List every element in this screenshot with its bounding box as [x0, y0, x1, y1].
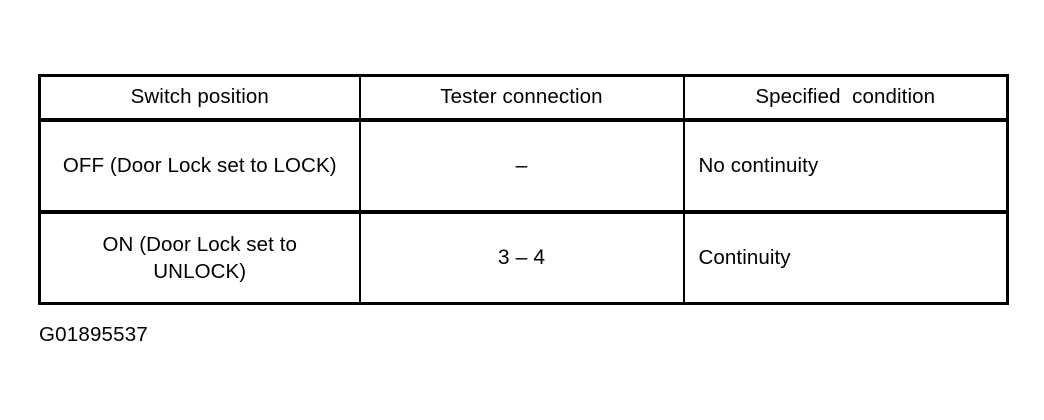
switch-position-value: OFF (Door Lock set to LOCK) — [62, 154, 337, 178]
column-header-tester-connection: Tester connection — [358, 75, 685, 122]
switch-position-value: ON (Door Lock set to UNLOCK) — [102, 232, 298, 283]
specified-condition-value: Continuity — [698, 246, 791, 270]
tester-connection-value: 3 – 4 — [497, 246, 546, 270]
cell-specified-condition: Continuity — [682, 212, 1009, 304]
table-header: Switch position Tester connection Specif… — [38, 75, 1009, 122]
tester-connection-value: – — [515, 154, 528, 178]
figure-caption: G01895537 — [39, 323, 148, 346]
cell-tester-connection: – — [358, 120, 685, 214]
table-row: OFF (Door Lock set to LOCK) – No continu… — [38, 120, 1009, 214]
table-row: ON (Door Lock set to UNLOCK) 3 – 4 Conti… — [38, 212, 1009, 304]
cell-switch-position: OFF (Door Lock set to LOCK) — [38, 120, 361, 214]
cell-specified-condition: No continuity — [682, 120, 1009, 214]
column-header-switch-position: Switch position — [38, 75, 361, 122]
specification-table: Switch position Tester connection Specif… — [38, 74, 1009, 305]
cell-switch-position: ON (Door Lock set to UNLOCK) — [38, 212, 361, 304]
column-header-specified-condition: Specified condition — [682, 75, 1009, 122]
cell-tester-connection: 3 – 4 — [358, 212, 685, 304]
table-body: OFF (Door Lock set to LOCK) – No continu… — [38, 120, 1009, 304]
specified-condition-value: No continuity — [698, 154, 819, 178]
table-header-row: Switch position Tester connection Specif… — [38, 75, 1009, 122]
